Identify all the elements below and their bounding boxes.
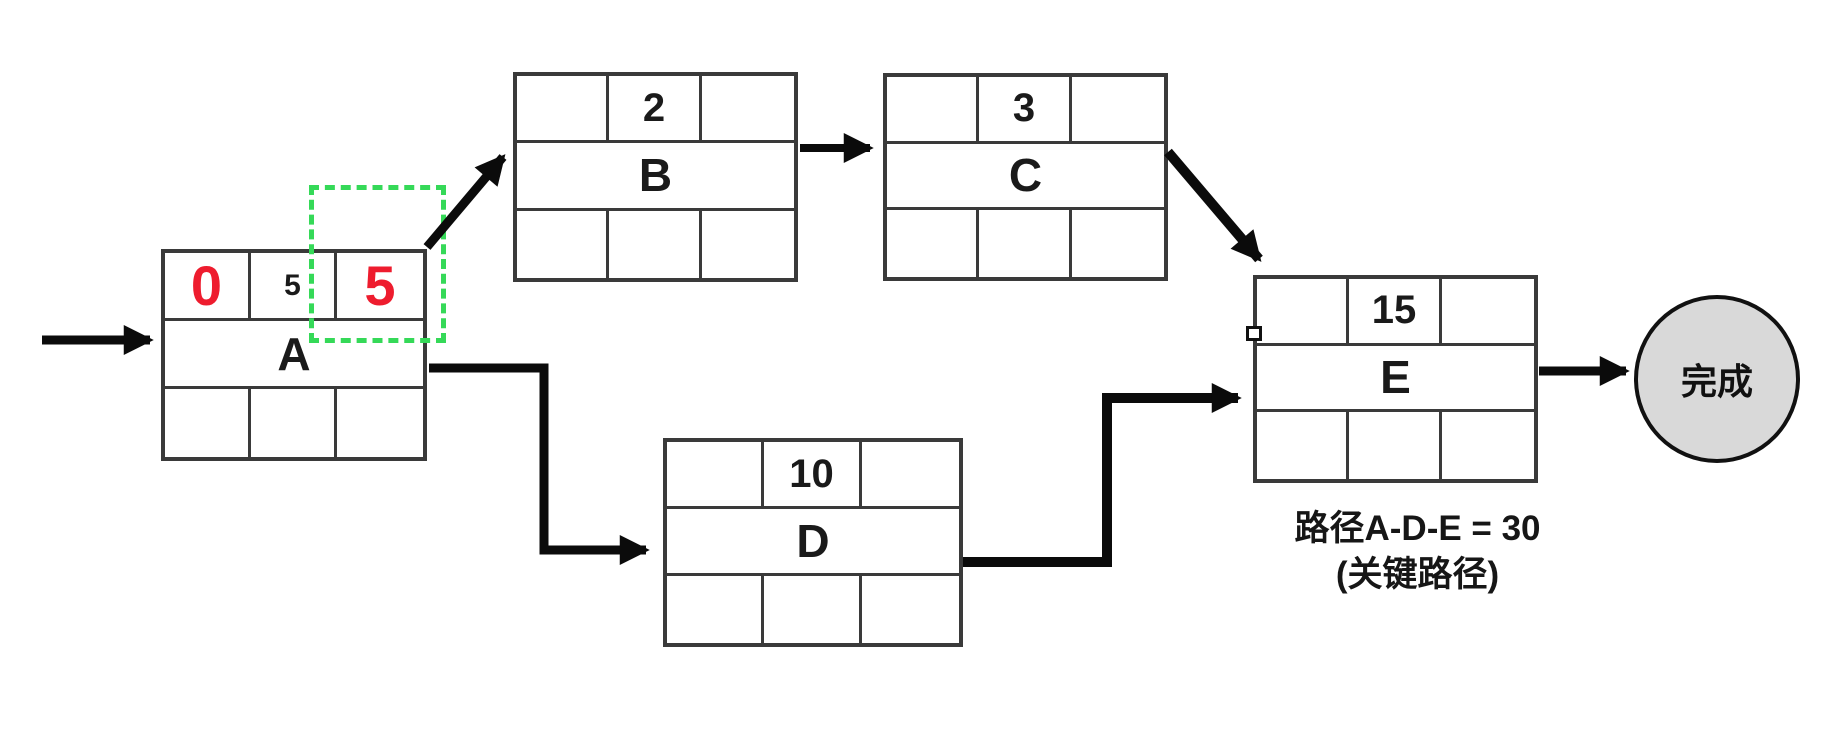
node-D-duration-value: 10: [789, 451, 834, 496]
node-E-slack-cell: [1349, 412, 1442, 479]
node-C-duration-value: 3: [1012, 86, 1036, 131]
node-E-lf-cell: [1442, 412, 1534, 479]
critical-path-line1: 路径A-D-E = 30: [1294, 509, 1541, 548]
node-B-label: B: [517, 143, 794, 211]
node-A-ef-value: 5: [364, 254, 396, 317]
node-E-ls-cell: [1257, 412, 1350, 479]
activity-node-A[interactable]: 0 5 5 A: [161, 249, 427, 461]
node-D-duration-cell: 10: [764, 442, 862, 509]
node-C-ls-cell: [887, 210, 980, 277]
node-E-duration-value: 15: [1371, 288, 1417, 333]
arrow-C-to-E: [1164, 148, 1263, 263]
activity-node-C[interactable]: 3 C: [883, 73, 1168, 281]
node-B-duration-value: 2: [642, 85, 666, 130]
node-C-duration-cell: 3: [979, 77, 1072, 144]
node-A-lf-cell: [337, 389, 423, 457]
node-A-label: A: [165, 321, 423, 389]
activity-node-B[interactable]: 2 B: [513, 72, 798, 282]
node-A-es-value: 0: [190, 254, 223, 317]
node-D-ls-cell: [667, 576, 765, 643]
node-D-slack-cell: [764, 576, 862, 643]
node-C-lf-cell: [1072, 210, 1164, 277]
node-A-ls-cell: [165, 389, 251, 457]
node-D-lf-cell: [862, 576, 959, 643]
activity-node-D[interactable]: 10 D: [663, 438, 963, 647]
node-A-ef-cell: 5: [337, 253, 423, 321]
arrow-D-to-E: [963, 383, 1242, 567]
node-A-duration-value: 5: [284, 268, 301, 302]
node-C-ef-cell: [1071, 77, 1164, 144]
finish-node[interactable]: 完成: [1634, 295, 1800, 463]
node-C-es-cell: [887, 77, 980, 144]
node-A-es-cell: 0: [165, 253, 251, 321]
node-B-slack-cell: [609, 210, 702, 278]
activity-node-E[interactable]: 15 E: [1253, 275, 1538, 483]
node-B-ef-cell: [701, 76, 794, 144]
ef-highlight-dashed-box[interactable]: [309, 185, 446, 343]
arrow-A-to-D: [429, 363, 650, 565]
connection-handle[interactable]: [1246, 326, 1262, 341]
node-A-slack-cell: [251, 389, 337, 457]
node-D-ef-cell: [861, 442, 959, 509]
finish-label: 完成: [1680, 361, 1753, 402]
node-A-duration-cell: 5: [251, 253, 337, 321]
critical-path-annotation: 路径A-D-E = 30 (关键路径): [1245, 506, 1590, 598]
node-D-es-cell: [667, 442, 765, 509]
node-E-es-cell: [1257, 279, 1350, 346]
node-B-es-cell: [517, 76, 610, 144]
node-E-ef-cell: [1441, 279, 1534, 346]
node-E-duration-cell: 15: [1349, 279, 1442, 346]
node-E-label: E: [1257, 346, 1534, 413]
critical-path-line2: (关键路径): [1335, 555, 1500, 594]
node-C-slack-cell: [979, 210, 1072, 277]
node-B-duration-cell: 2: [609, 76, 702, 144]
node-B-lf-cell: [702, 211, 794, 278]
node-B-ls-cell: [517, 210, 610, 278]
node-D-label: D: [667, 509, 959, 576]
node-C-label: C: [887, 144, 1164, 211]
